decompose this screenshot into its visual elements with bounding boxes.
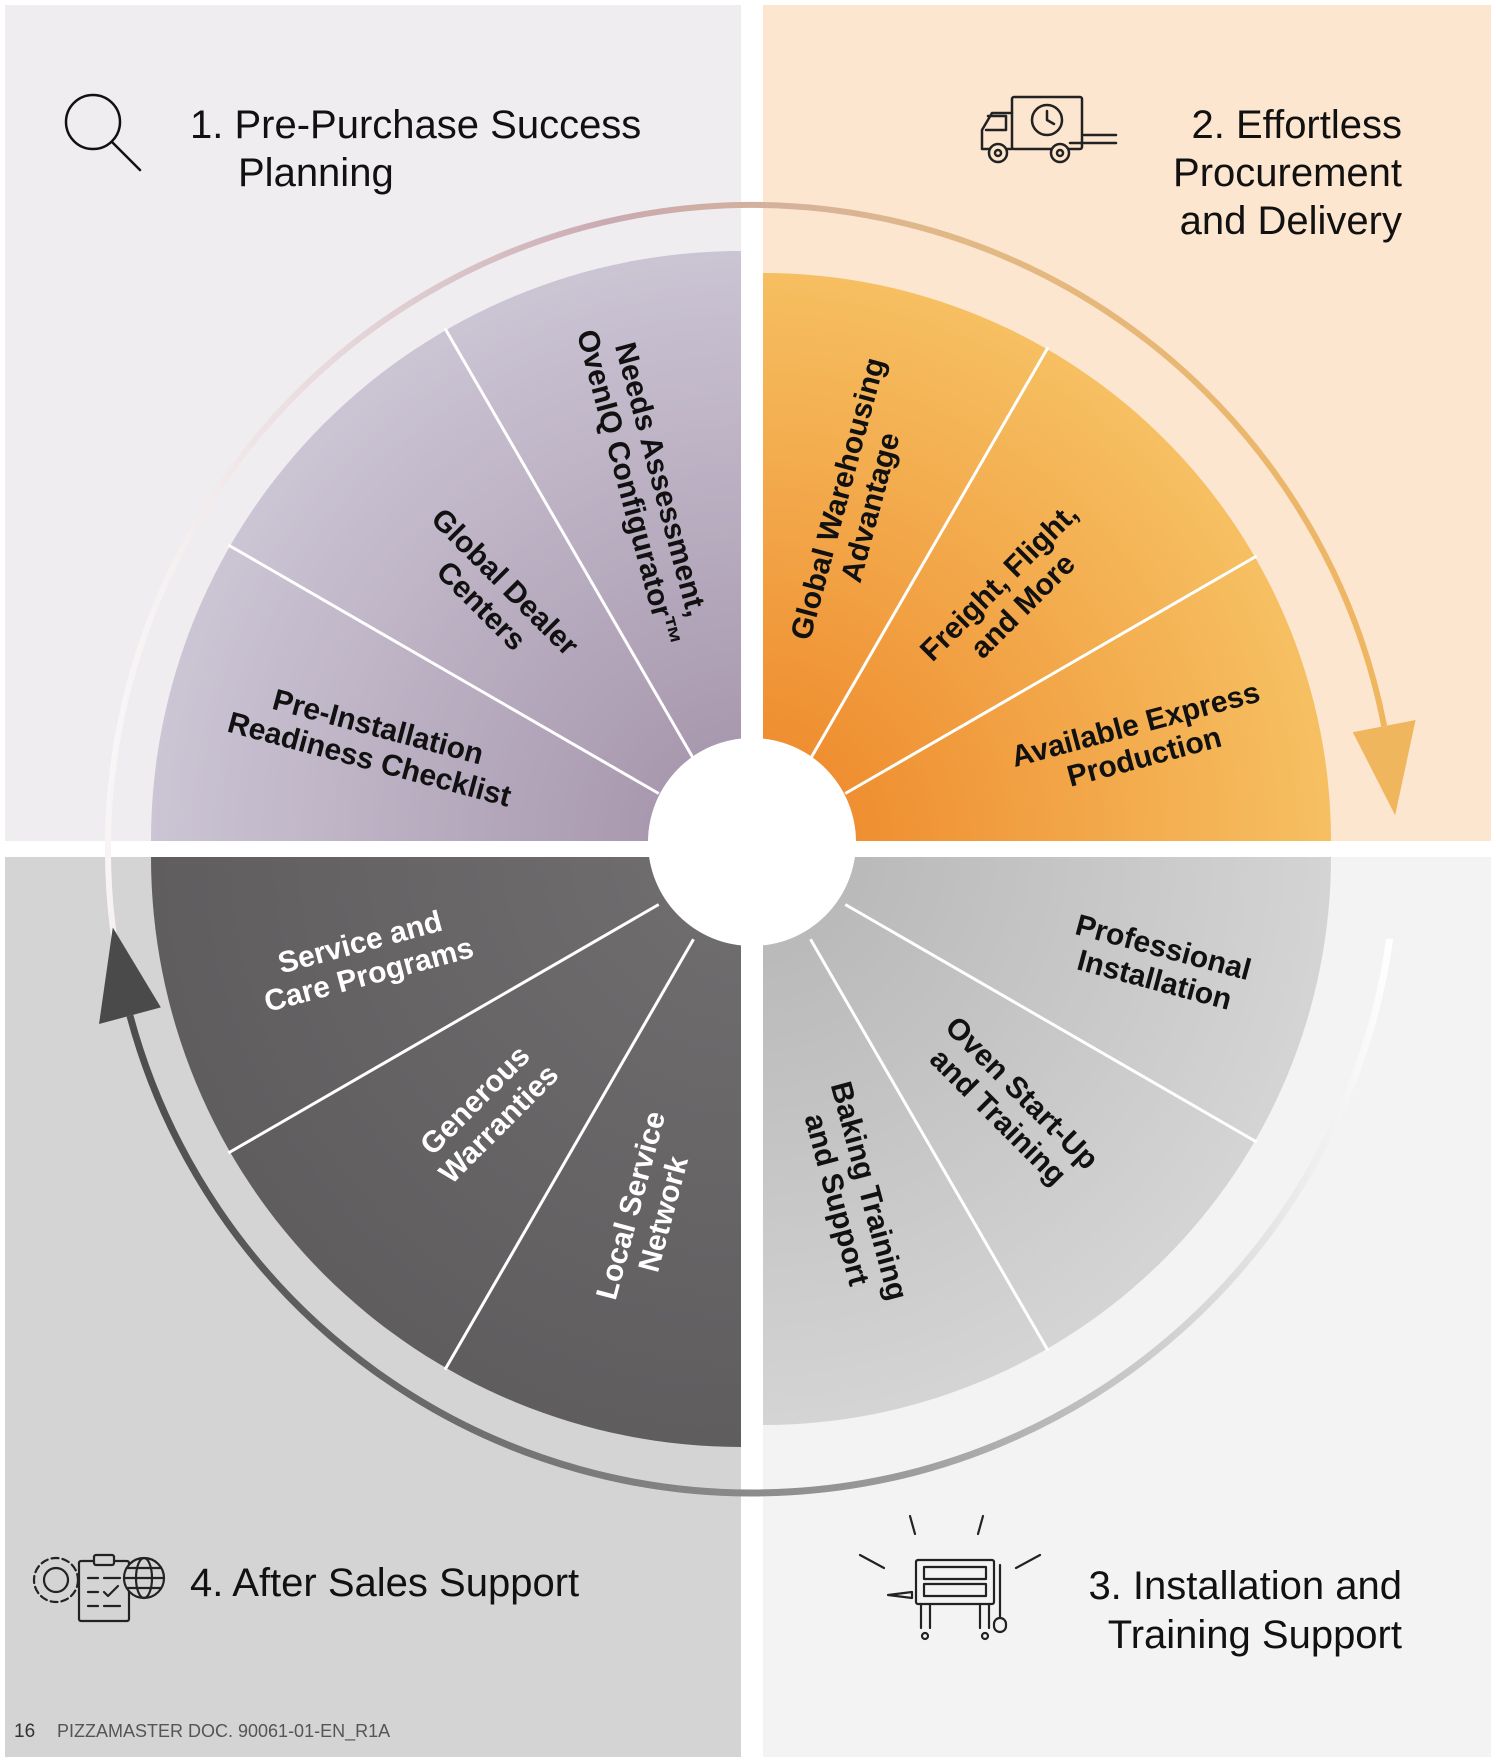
wheel-segments (151, 251, 1331, 1447)
delivery-truck-icon (980, 95, 1118, 164)
segment-divider (844, 903, 1258, 1144)
page-number: 16 (14, 1721, 35, 1742)
arrowhead-down-icon (1352, 720, 1416, 816)
segment-divider (227, 543, 660, 795)
quadrant-title-line: 4. After Sales Support (190, 1561, 579, 1605)
wheel-quadrant-1 (151, 251, 741, 841)
quadrant-title-line: 2. Effortless (1192, 103, 1402, 147)
quadrant-title-line: Planning (238, 151, 394, 195)
document-code: PIZZAMASTER DOC. 90061-01-EN_R1A (57, 1721, 390, 1742)
process-arc-top (105, 202, 1388, 940)
wheel-center-hub (648, 738, 856, 946)
magnifier-icon (64, 93, 142, 172)
quadrant-title-line: 1. Pre-Purchase Success (190, 103, 641, 147)
oven-installation-icon (858, 1514, 1042, 1641)
quadrant-title-line: 3. Installation and (1088, 1564, 1402, 1608)
quadrant-title-line: Training Support (1108, 1613, 1402, 1657)
wheel-quadrant-4 (151, 857, 741, 1447)
quadrant-title-line: Procurement (1173, 151, 1402, 195)
segment-divider (809, 938, 1050, 1352)
arrowhead-up-icon (99, 927, 161, 1024)
segment-divider (227, 903, 660, 1155)
quadrant-title-line: and Delivery (1180, 199, 1402, 243)
segment-divider (443, 938, 695, 1371)
quadrant-4-title: 4. After Sales Support (190, 1561, 579, 1605)
process-arc-bottom (126, 938, 1394, 1497)
wheel-quadrant-3 (763, 857, 1331, 1425)
segment-divider (844, 554, 1258, 795)
service-gear-clipboard-globe-icon (32, 1553, 166, 1623)
segment-divider (443, 327, 695, 760)
wheel-quadrant-2 (763, 273, 1331, 841)
segment-divider (809, 346, 1050, 760)
